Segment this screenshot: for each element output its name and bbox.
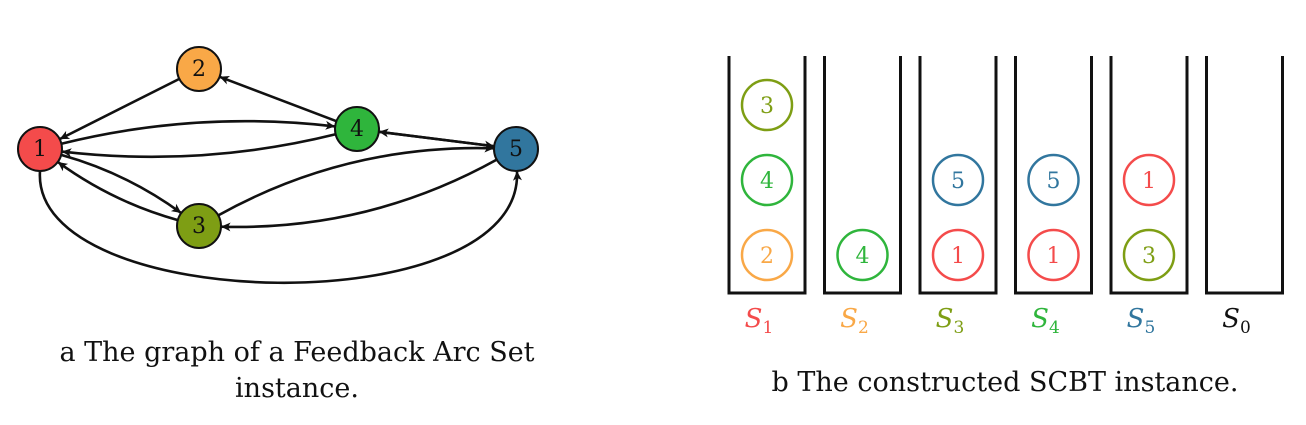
ball-3: 3: [740, 78, 794, 132]
stack-label: S5: [1127, 304, 1156, 338]
node-label: 1: [33, 137, 47, 162]
stacks: 2 4 3S1 4S2 1 5S3 1 5S4 3 1S5 S0: [727, 56, 1284, 338]
ball-1: 1: [1122, 153, 1176, 207]
ball-label: 2: [760, 244, 774, 269]
node-label: 4: [350, 117, 364, 142]
ball-label: 4: [856, 244, 870, 269]
node-4: 4: [334, 106, 380, 152]
ball-4: 4: [836, 228, 889, 282]
ball-label: 1: [1047, 244, 1061, 269]
ball-circle: [740, 228, 794, 282]
stack-container: [1014, 56, 1093, 295]
graph-edges: [38, 75, 522, 285]
stack-container: [918, 56, 998, 295]
graph-nodes: 1 2 3 4 5: [17, 46, 539, 249]
stack-s2: 4S2: [823, 56, 902, 338]
ball-4: 4: [740, 153, 794, 207]
stack-s4: 1 5S4: [1014, 56, 1093, 338]
node-2: 2: [176, 46, 222, 92]
stack-container: [1109, 56, 1189, 295]
edge-4-to-1: [61, 133, 336, 159]
edge-3-to-5: [217, 143, 495, 217]
node-circle: [17, 126, 63, 172]
node-circle: [334, 106, 380, 152]
ball-circle: [1027, 153, 1080, 207]
panel-a-caption-line2: instance.: [235, 373, 359, 404]
edge-5-to-3: [220, 158, 498, 232]
edge-1-to-4: [61, 119, 336, 145]
edge-4-to-2: [219, 75, 337, 123]
node-3: 3: [176, 203, 222, 249]
ball-label: 5: [951, 169, 965, 194]
ball-circle: [1122, 153, 1176, 207]
ball-2: 2: [740, 228, 794, 282]
ball-circle: [836, 228, 889, 282]
ball-label: 4: [760, 169, 774, 194]
ball-circle: [1027, 228, 1080, 282]
stack-s3: 1 5S3: [918, 56, 998, 338]
ball-label: 5: [1047, 169, 1061, 194]
ball-3: 3: [1122, 228, 1176, 282]
stack-label: S4: [1031, 304, 1060, 338]
panel-b-stacks: 2 4 3S1 4S2 1 5S3 1 5S4 3 1S5 S0 b The constructed…: [727, 56, 1284, 398]
stack-container: [1205, 56, 1284, 295]
stack-container: [823, 56, 902, 295]
node-label: 2: [192, 57, 206, 82]
ball-1: 1: [931, 228, 985, 282]
node-circle: [176, 46, 222, 92]
node-circle: [493, 126, 539, 172]
ball-5: 5: [931, 153, 985, 207]
stack-label: S3: [936, 304, 965, 338]
ball-label: 1: [951, 244, 965, 269]
stack-label: S1: [745, 304, 774, 338]
stack-container: [727, 56, 807, 295]
node-circle: [176, 203, 222, 249]
stack-label: S0: [1222, 304, 1251, 338]
edge-4-to-5: [378, 130, 495, 150]
edge-3-to-1: [57, 160, 179, 222]
ball-circle: [931, 228, 985, 282]
ball-circle: [740, 153, 794, 207]
ball-label: 3: [1142, 244, 1156, 269]
stack-s5: 3 1S5: [1109, 56, 1189, 338]
ball-circle: [931, 153, 985, 207]
stack-label: S2: [840, 304, 869, 338]
ball-5: 5: [1027, 153, 1080, 207]
edge-1-to-5: [38, 170, 522, 285]
edge-2-to-1: [59, 77, 180, 141]
node-1: 1: [17, 126, 63, 172]
stack-s0: S0: [1205, 56, 1284, 338]
ball-1: 1: [1027, 228, 1080, 282]
panel-a-caption-line1: a The graph of a Feedback Arc Set: [59, 337, 534, 368]
ball-label: 1: [1142, 169, 1156, 194]
ball-circle: [1122, 228, 1176, 282]
node-label: 5: [509, 137, 523, 162]
ball-label: 3: [760, 94, 774, 119]
ball-circle: [740, 78, 794, 132]
node-5: 5: [493, 126, 539, 172]
panel-b-caption: b The constructed SCBT instance.: [772, 367, 1239, 398]
stack-s1: 2 4 3S1: [727, 56, 807, 338]
node-label: 3: [192, 214, 206, 239]
edge-1-to-3: [60, 153, 182, 215]
